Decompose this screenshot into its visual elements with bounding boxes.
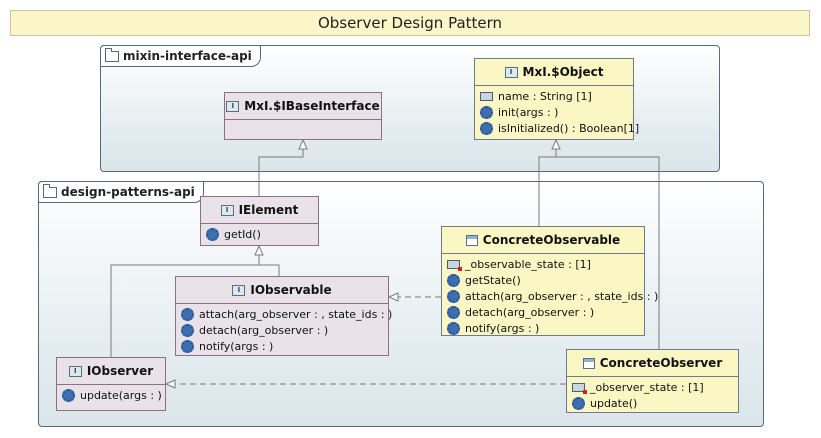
class-member[interactable]: isInitialized() : Boolean[1] <box>480 120 639 136</box>
member-text: update(args : ) <box>80 388 162 402</box>
method-icon <box>181 323 194 337</box>
interface-icon: I <box>226 100 240 112</box>
class-member[interactable]: getId() <box>206 226 313 242</box>
member-text: _observable_state : [1] <box>465 257 591 271</box>
class-name: IElement <box>238 203 299 217</box>
class-header: I MxI.$IBaseInterface <box>225 93 381 120</box>
class-name: IObservable <box>250 283 332 297</box>
inheritance-arrowhead <box>551 138 561 150</box>
inheritance-arrowhead <box>298 138 308 150</box>
method-icon <box>206 227 219 241</box>
class-icon <box>465 234 478 246</box>
method-icon <box>447 305 460 319</box>
interface-icon: I <box>220 204 234 216</box>
method-icon <box>181 339 194 353</box>
class-member[interactable]: notify(args : ) <box>447 320 639 336</box>
realization-arrowhead <box>164 379 176 389</box>
member-text: attach(arg_observer : , state_ids : ) <box>199 307 393 321</box>
class-member[interactable]: name : String [1] <box>480 88 628 104</box>
method-icon <box>572 396 585 410</box>
member-text: getId() <box>224 227 261 241</box>
generalization-line <box>110 264 259 357</box>
private-field-icon <box>572 382 587 394</box>
class-member[interactable]: update() <box>572 395 733 411</box>
diagram-title: Observer Design Pattern <box>10 10 810 36</box>
generalization-line <box>258 140 304 196</box>
class-header: I IElement <box>201 197 318 224</box>
class-header: ConcreteObserver <box>567 350 738 377</box>
generalization-line <box>556 156 660 349</box>
package-tab: mixin-interface-api <box>100 45 261 67</box>
class-iobservable[interactable]: I IObservable attach(arg_observer : , st… <box>175 276 392 356</box>
member-text: notify(args : ) <box>465 321 540 335</box>
member-text: isInitialized() : Boolean[1] <box>498 121 640 135</box>
class-concreteobservable[interactable]: ConcreteObservable _observable_state : [… <box>441 226 658 336</box>
generalization-line <box>538 140 557 226</box>
class-header: I IObserver <box>57 358 165 385</box>
class-ielement[interactable]: I IElement getId() <box>200 196 319 246</box>
member-text: update() <box>590 396 638 410</box>
class-member[interactable]: getState() <box>447 272 639 288</box>
member-text: getState() <box>465 273 521 287</box>
class-member[interactable]: _observer_state : [1] <box>572 379 733 395</box>
class-member[interactable]: update(args : ) <box>62 387 162 403</box>
member-text: name : String [1] <box>498 89 592 103</box>
class-name: MxI.$IBaseInterface <box>244 99 380 113</box>
inheritance-arrowhead <box>254 244 264 256</box>
class-name: ConcreteObserver <box>599 356 723 370</box>
member-text: init(args : ) <box>498 105 559 119</box>
class-member[interactable]: detach(arg_observer : ) <box>447 304 639 320</box>
class-mxi-object[interactable]: I MxI.$Object name : String [1] init(arg… <box>474 58 639 140</box>
method-icon <box>480 105 493 119</box>
interface-icon: I <box>68 365 82 377</box>
realization-arrowhead <box>387 292 399 302</box>
class-ibaseinterface[interactable]: I MxI.$IBaseInterface <box>224 92 382 140</box>
interface-icon: I <box>504 66 518 78</box>
class-header: I IObservable <box>176 277 388 304</box>
interface-icon: I <box>232 284 246 296</box>
class-member[interactable]: init(args : ) <box>480 104 628 120</box>
class-header: ConcreteObservable <box>442 227 644 254</box>
method-icon <box>447 321 460 335</box>
class-header: I MxI.$Object <box>475 59 633 86</box>
class-iobserver[interactable]: I IObserver update(args : ) <box>56 357 166 411</box>
method-icon <box>181 307 194 321</box>
member-text: detach(arg_observer : ) <box>465 305 595 319</box>
class-name: MxI.$Object <box>522 65 604 79</box>
member-text: notify(args : ) <box>199 339 274 353</box>
member-text: attach(arg_observer : , state_ids : ) <box>465 289 659 303</box>
class-member[interactable]: detach(arg_observer : ) <box>181 322 383 338</box>
package-tab: design-patterns-api <box>38 181 204 203</box>
class-member[interactable]: attach(arg_observer : , state_ids : ) <box>181 306 392 322</box>
class-member[interactable]: _observable_state : [1] <box>447 256 639 272</box>
method-icon <box>480 121 493 135</box>
generalization-line <box>258 246 280 276</box>
method-icon <box>447 289 460 303</box>
method-icon <box>62 388 75 402</box>
class-member[interactable]: attach(arg_observer : , state_ids : ) <box>447 288 658 304</box>
member-text: detach(arg_observer : ) <box>199 323 329 337</box>
class-icon <box>582 357 595 369</box>
method-icon <box>447 273 460 287</box>
package-folder-icon <box>43 184 57 198</box>
class-member[interactable]: notify(args : ) <box>181 338 383 354</box>
class-name: ConcreteObservable <box>482 233 621 247</box>
private-field-icon <box>447 259 462 271</box>
package-folder-icon <box>105 48 119 62</box>
member-text: _observer_state : [1] <box>590 380 704 394</box>
field-icon <box>480 91 493 101</box>
class-name: IObserver <box>86 364 154 378</box>
package-name: mixin-interface-api <box>123 49 252 63</box>
class-concreteobserver[interactable]: ConcreteObserver _observer_state : [1] u… <box>566 349 739 413</box>
package-name: design-patterns-api <box>61 185 195 199</box>
